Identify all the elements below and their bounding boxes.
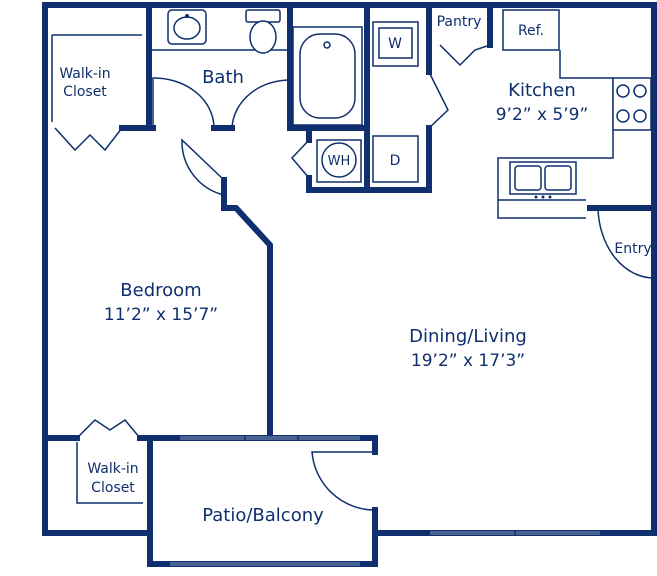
label-pantry: Pantry [437, 14, 482, 30]
kitchen-sink-bowl-left [514, 165, 542, 191]
door-bath-right [231, 79, 291, 129]
door-bedroom [181, 138, 225, 196]
stove-burner-4 [633, 109, 647, 123]
kitchen-sink [509, 161, 577, 195]
water-heater-closet [316, 139, 362, 183]
label-walkin-top-2: Closet [63, 84, 107, 100]
kitchen-faucet-c [548, 195, 552, 199]
door-bath-left [152, 77, 215, 129]
wall-bedroom-right [221, 177, 273, 441]
washer-panel [378, 27, 413, 59]
stove-burner-1 [616, 84, 630, 98]
label-bedroom-dims: 11’2” x 15’7” [104, 305, 218, 325]
label-walkin-bottom-2: Closet [91, 480, 135, 496]
label-kitchen: Kitchen [508, 80, 576, 101]
label-water-heater: WH [328, 154, 351, 169]
labels: Bath Kitchen 9’2” x 5’9” Bedroom 11’2” x… [59, 14, 651, 526]
label-washer: W [388, 36, 402, 52]
door-closet-top [54, 127, 123, 152]
kitchen-counter [497, 50, 614, 219]
label-bedroom: Bedroom [120, 280, 201, 301]
label-entry: Entry [614, 241, 651, 257]
door-closet-bottom [76, 419, 141, 439]
stove-burner-2 [633, 84, 647, 98]
fixtures [51, 9, 652, 504]
bathtub [292, 26, 363, 126]
toilet-bowl [249, 20, 277, 54]
doors [54, 44, 655, 511]
bathtub-drain [323, 41, 331, 49]
door-entry [597, 207, 655, 279]
door-laundry [428, 71, 449, 129]
door-patio [311, 451, 376, 511]
kitchen-sink-bowl-right [544, 165, 572, 191]
label-bath: Bath [202, 67, 244, 88]
windows [170, 435, 600, 566]
door-wh [290, 139, 310, 179]
kitchen-faucet-a [534, 195, 538, 199]
label-dining-living-dims: 19’2” x 17’3” [411, 351, 525, 371]
label-walkin-top-1: Walk-in [59, 66, 110, 82]
label-walkin-bottom-1: Walk-in [87, 461, 138, 477]
refrigerator [502, 9, 560, 51]
label-refrigerator: Ref. [518, 23, 544, 39]
stove-burner-3 [616, 109, 630, 123]
bathtub-basin [299, 33, 356, 119]
label-dining-living: Dining/Living [409, 326, 527, 347]
dryer [372, 135, 419, 183]
label-kitchen-dims: 9’2” x 5’9” [496, 105, 589, 125]
toilet-tank [245, 9, 281, 23]
label-patio: Patio/Balcony [202, 505, 324, 526]
door-pantry [439, 44, 491, 67]
water-heater [321, 142, 357, 178]
closet-bottom-shelf [76, 442, 143, 504]
kitchen-faucet-b [541, 195, 545, 199]
bath-sink-faucet [185, 14, 189, 18]
label-dryer: D [390, 153, 401, 169]
